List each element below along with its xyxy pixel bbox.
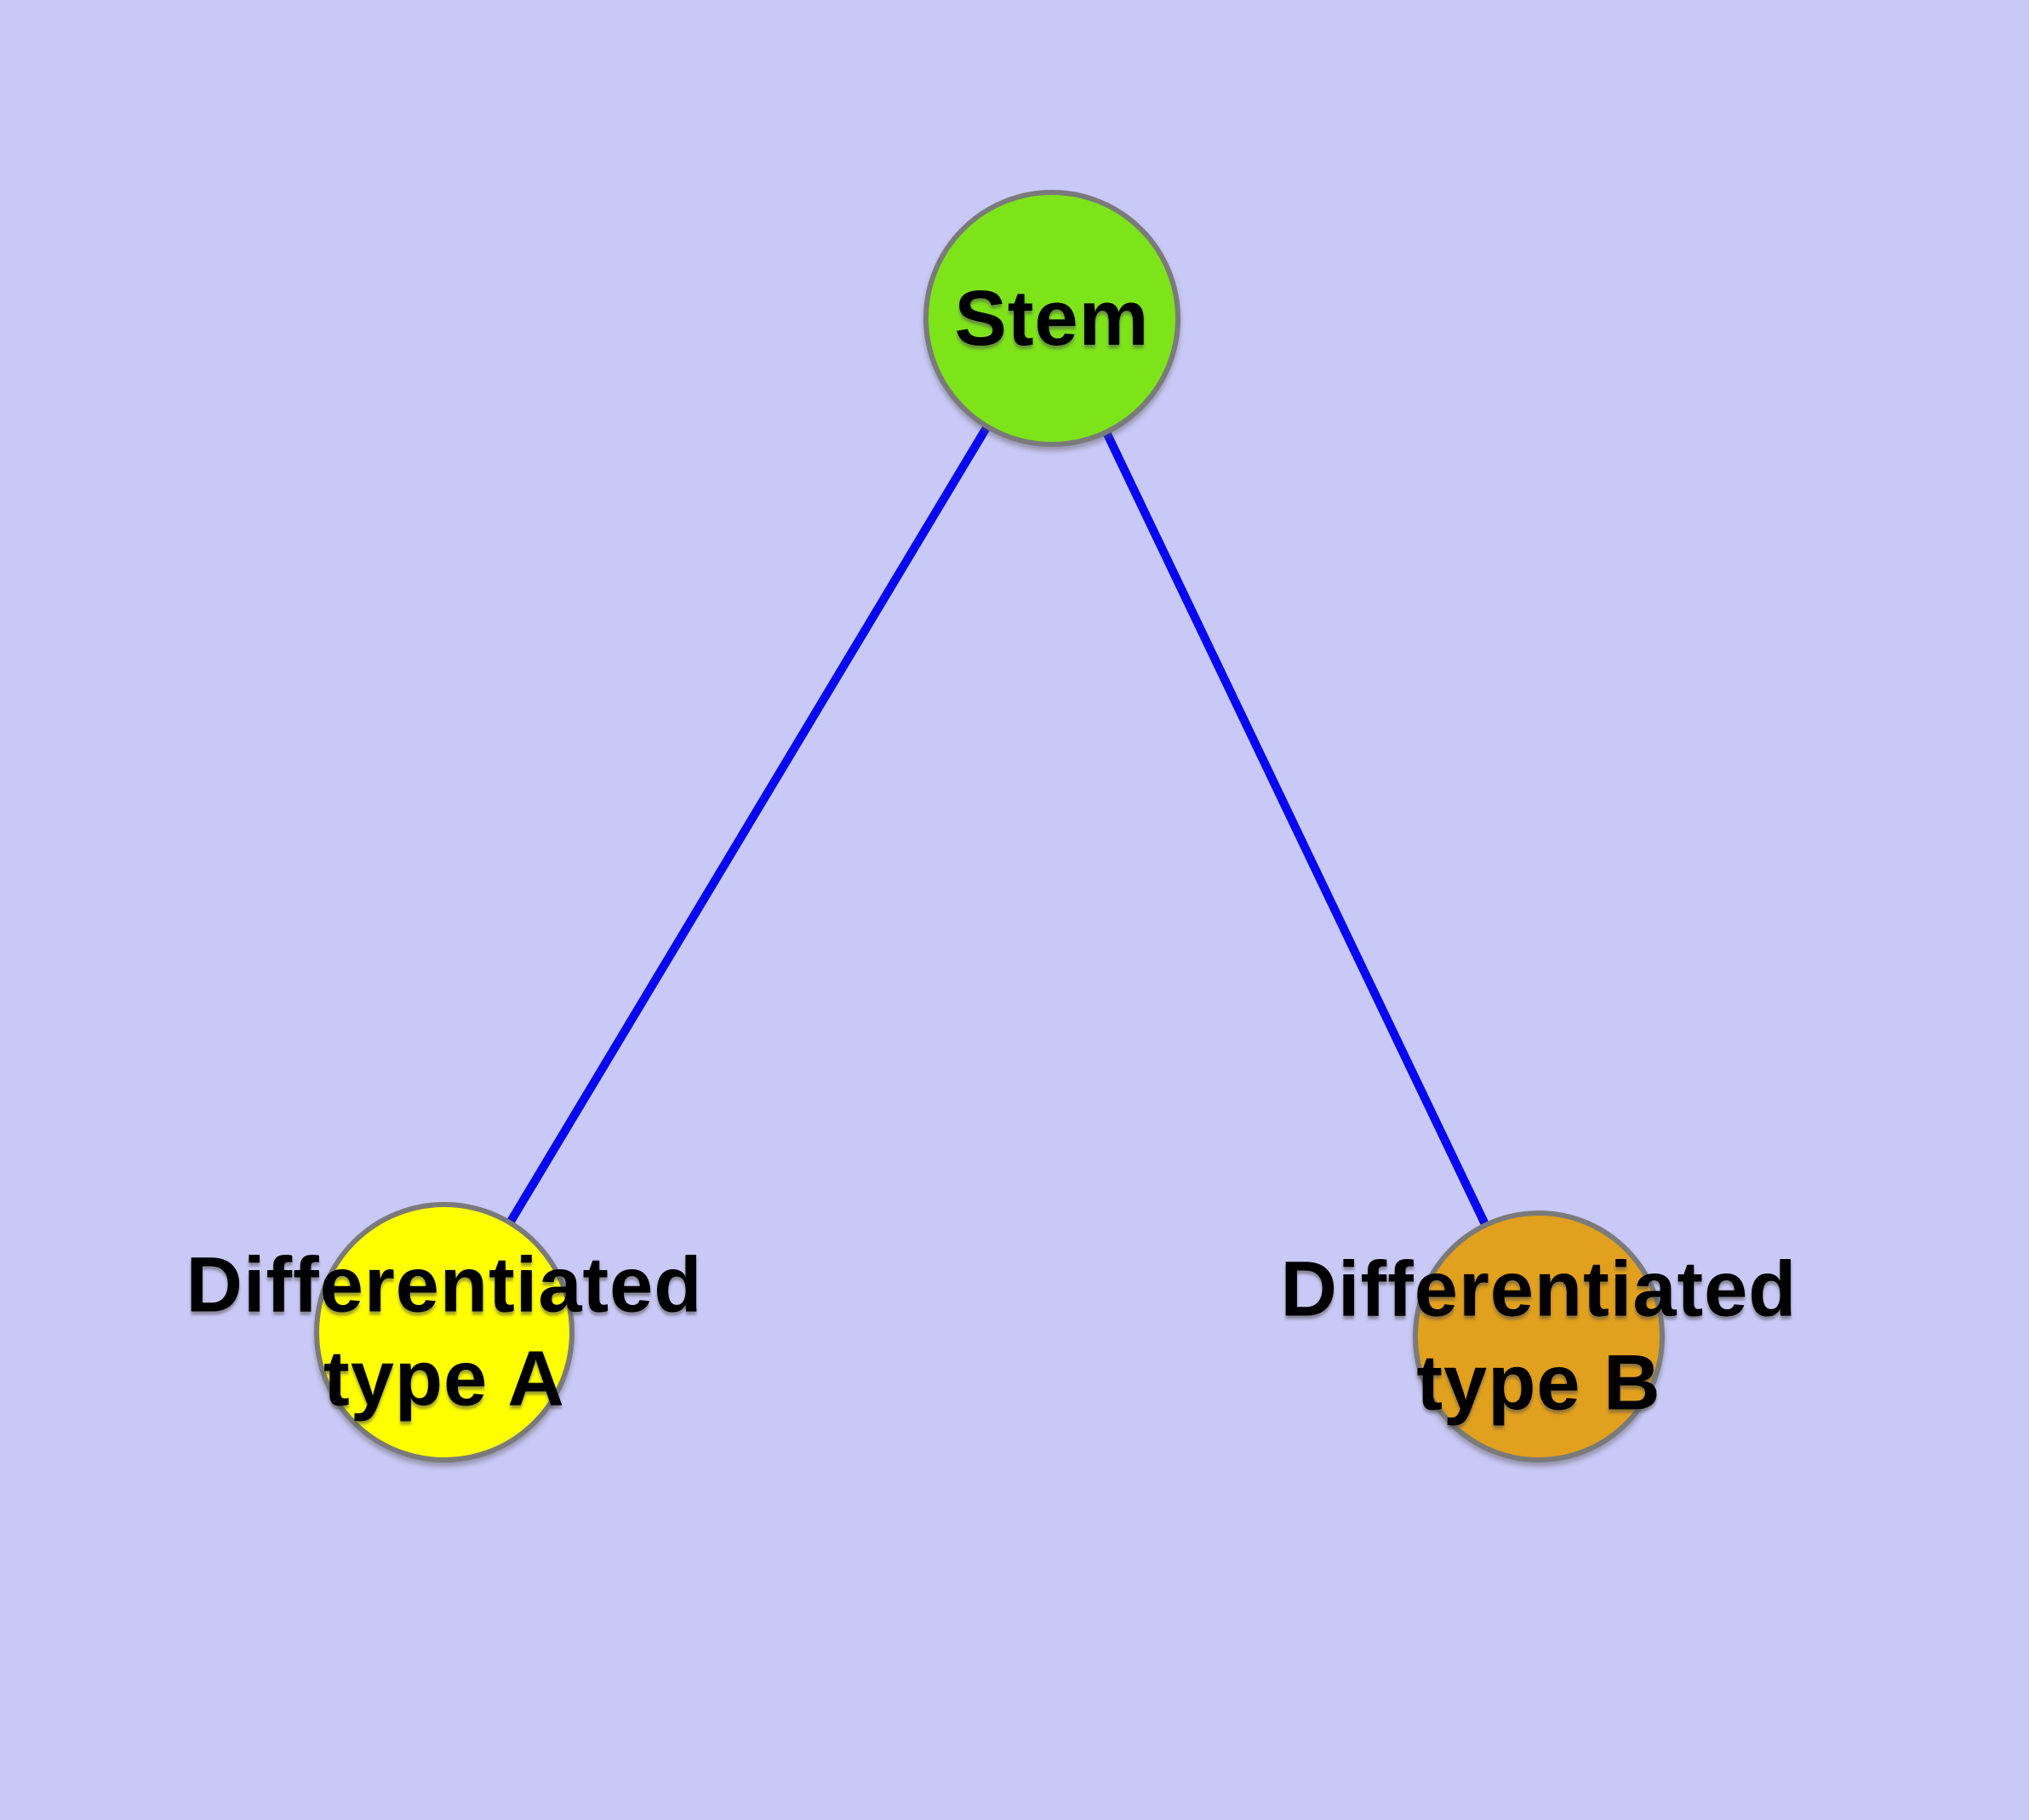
node-type-b-label: Differentiated type B xyxy=(1281,1243,1798,1431)
node-stem[interactable]: Stem xyxy=(923,190,1180,447)
node-differentiated-type-a[interactable]: Differentiated type A xyxy=(186,1202,701,1462)
node-type-a-label-line2: type A xyxy=(323,1336,565,1422)
edge-stem-to-type-b xyxy=(1048,316,1543,1339)
node-type-a-label: Differentiated type A xyxy=(186,1239,703,1427)
edge-stem-to-type-a xyxy=(440,316,1056,1335)
node-differentiated-type-b[interactable]: Differentiated type B xyxy=(1281,1210,1796,1462)
node-type-b-label-line1: Differentiated xyxy=(1280,1245,1798,1333)
node-type-a-label-line1: Differentiated xyxy=(186,1241,703,1329)
node-stem-label-line1: Stem xyxy=(954,274,1150,362)
node-stem-label: Stem xyxy=(955,272,1150,365)
node-type-b-label-line2: type B xyxy=(1416,1340,1661,1427)
